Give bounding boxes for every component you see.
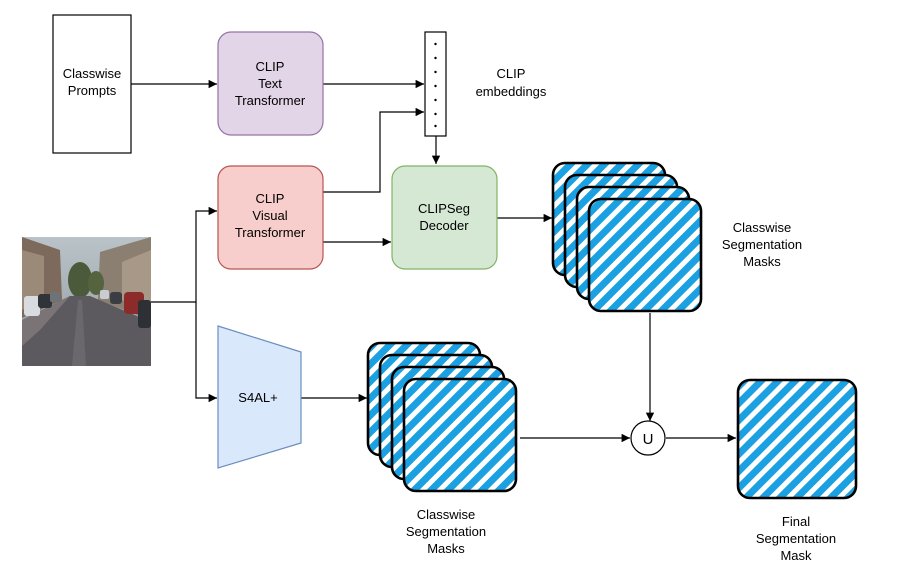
node-clip-visual-transformer: CLIP Visual Transformer	[217, 165, 324, 270]
final-mask-label-2: Segmentation	[756, 531, 836, 546]
s4al-masks-label-2: Segmentation	[406, 524, 486, 539]
text-transformer-label-3: Transformer	[235, 93, 306, 108]
text-transformer-label-1: CLIP	[256, 59, 285, 74]
node-clip-embeddings: CLIP embeddings	[424, 31, 547, 137]
mask-layer	[587, 197, 703, 313]
node-clip-text-transformer: CLIP Text Transformer	[217, 31, 324, 136]
edges	[131, 79, 736, 443]
s4al-masks-stack	[366, 341, 518, 493]
s4al-label: S4AL+	[238, 390, 277, 405]
text-transformer-label-2: Text	[258, 76, 282, 91]
clipseg-masks-label-2: Segmentation	[722, 237, 802, 252]
embeddings-label-2: embeddings	[476, 84, 547, 99]
s4al-masks-label: Classwise Segmentation Masks	[406, 507, 486, 556]
visual-transformer-label-1: CLIP	[256, 191, 285, 206]
embedding-dots	[434, 42, 437, 128]
edge-image-to-visual	[151, 206, 217, 303]
final-mask-label-1: Final	[782, 514, 810, 529]
final-mask-label-3: Mask	[780, 548, 812, 563]
clipseg-masks-stack	[551, 161, 703, 313]
visual-transformer-label-2: Visual	[252, 208, 287, 223]
visual-transformer-label-3: Transformer	[235, 225, 306, 240]
union-symbol: U	[643, 431, 654, 448]
input-image-street-scene-icon	[22, 237, 151, 366]
s4al-masks-label-3: Masks	[427, 541, 465, 556]
clipseg-masks-label-3: Masks	[743, 254, 781, 269]
final-mask: Final Segmentation Mask	[736, 378, 858, 563]
clipseg-masks-label: Classwise Segmentation Masks	[722, 220, 802, 269]
edge-image-to-s4al	[195, 302, 217, 403]
union-operator: U	[630, 420, 666, 456]
node-classwise-prompts: Classwise Prompts	[52, 14, 132, 154]
s4al-masks-label-1: Classwise	[417, 507, 476, 522]
decoder-label-2: Decoder	[419, 218, 469, 233]
node-clipseg-decoder: CLIPSeg Decoder	[391, 165, 498, 270]
prompts-label-1: Classwise	[63, 66, 122, 81]
embeddings-label-1: CLIP	[497, 66, 526, 81]
clipseg-masks-label-1: Classwise	[733, 220, 792, 235]
prompts-label-2: Prompts	[68, 83, 117, 98]
node-s4al: S4AL+	[217, 325, 302, 469]
mask-layer	[402, 377, 518, 493]
edge-visual-to-embeddings	[323, 107, 424, 193]
decoder-label-1: CLIPSeg	[418, 201, 470, 216]
